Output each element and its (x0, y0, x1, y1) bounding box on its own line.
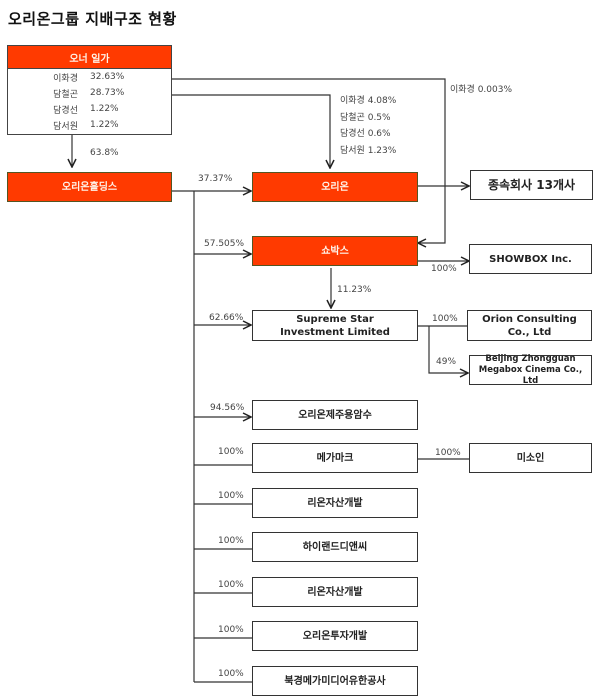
orion-owner-line: 담경선 0.6% (340, 129, 391, 139)
edge-label-showbox-inc: 100% (431, 264, 457, 274)
edge-label-owner-holdings: 63.8% (90, 148, 119, 158)
owner-member-row: 담철곤 28.73% (8, 85, 171, 101)
orion-owner-line: 담서원 1.23% (340, 145, 397, 156)
edge-owner-showbox (172, 78, 446, 243)
owner-pct: 1.22% (90, 120, 119, 130)
edge-label-holdings-rion2: 100% (218, 580, 244, 590)
owner-pct: 1.22% (90, 104, 119, 114)
showbox-direct-owner-label: 이화경 0.003% (450, 85, 513, 95)
node-megamark: 메가마크 (252, 443, 418, 473)
edge-label-holdings-rion1: 100% (218, 491, 244, 501)
edge-owner-orion (172, 94, 330, 168)
owner-family-header: 오너 일가 (8, 46, 171, 69)
owner-name: 이화경 (53, 73, 78, 84)
owner-name: 담철곤 (53, 89, 78, 100)
owner-member-row: 담서원 1.22% (8, 117, 171, 133)
edge-label-megamark-misoin: 100% (435, 448, 461, 458)
node-orion-jeju: 오리온제주용암수 (252, 400, 418, 430)
edge-label-supreme-beijing: 49% (436, 357, 457, 367)
node-misoin: 미소인 (469, 443, 592, 473)
node-showbox: 쇼박스 (252, 236, 418, 266)
edge-label-holdings-beijing-media: 100% (218, 669, 244, 679)
edge-label-holdings-supreme: 62.66% (209, 313, 244, 323)
node-orion-invest: 오리온투자개발 (252, 621, 418, 651)
edge-label-holdings-megamark: 100% (218, 447, 244, 457)
node-orion-subsidiaries: 종속회사 13개사 (470, 170, 593, 200)
edge-label-holdings-jeju: 94.56% (210, 403, 245, 413)
node-rion-asset-1: 리온자산개발 (252, 488, 418, 518)
owner-member-row: 이화경 32.63% (8, 69, 171, 85)
owner-pct: 28.73% (90, 88, 125, 98)
node-holdings: 오리온홀딩스 (7, 172, 172, 202)
owner-pct: 32.63% (90, 72, 125, 82)
edge-label-showbox-supreme: 11.23% (337, 285, 372, 295)
orion-direct-owners: 이화경 4.08% 담철곤 0.5% 담경선 0.6% 담서원 1.23% (340, 93, 396, 159)
orion-owner-line: 담철곤 0.5% (340, 112, 391, 123)
node-showbox-inc: SHOWBOX Inc. (469, 244, 592, 274)
node-beijing-megamedia: 북경메가미디어유한공사 (252, 666, 418, 696)
edge-label-holdings-highland: 100% (218, 536, 244, 546)
node-beijing-zhongguan: Beijing Zhongguan Megabox Cinema Co., Lt… (469, 354, 592, 386)
edge-label-holdings-showbox: 57.505% (204, 239, 245, 249)
orion-owner-line: 이화경 4.08% (340, 96, 397, 106)
node-rion-asset-2: 리온자산개발 (252, 577, 418, 607)
owner-member-row: 담경선 1.22% (8, 101, 171, 117)
edge-label-holdings-orion: 37.37% (198, 174, 233, 184)
owner-name: 담경선 (53, 105, 78, 116)
owner-name: 담서원 (53, 121, 78, 132)
node-highland: 하이랜드디앤씨 (252, 532, 418, 562)
edge-label-holdings-invest: 100% (218, 625, 244, 635)
node-orion-consulting: Orion Consulting Co., Ltd (467, 310, 592, 341)
edge-supreme-beijing (428, 326, 468, 373)
edge-label-supreme-consulting: 100% (432, 314, 458, 324)
node-supreme-star: Supreme Star Investment Limited (252, 310, 418, 341)
node-orion: 오리온 (252, 172, 418, 202)
owner-family-box: 오너 일가 이화경 32.63% 담철곤 28.73% 담경선 1.22% 담서… (7, 45, 172, 135)
page-title: 오리온그룹 지배구조 현황 (8, 10, 177, 28)
